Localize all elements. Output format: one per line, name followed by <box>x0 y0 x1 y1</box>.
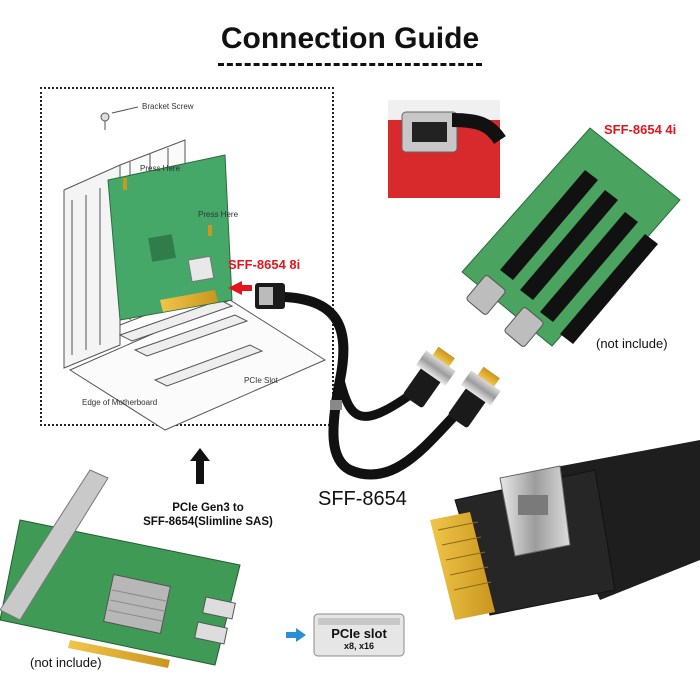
arrow-right-icon <box>286 628 306 642</box>
pcie-slot-annotation: PCIe Slot <box>244 376 278 385</box>
card-title-line-2: SFF-8654(Slimline SAS) <box>143 516 273 528</box>
install-diagram-frame <box>40 87 334 426</box>
sff-8654-4i-label: SFF-8654 4i <box>604 122 677 137</box>
pcie-slot-image <box>313 613 405 657</box>
cable-clip <box>330 400 342 410</box>
motherboard-annotation: Edge of Motherboard <box>82 398 158 407</box>
sff-4i-plug-2 <box>448 366 501 428</box>
pcie-slot-sub: x8, x16 <box>343 641 375 651</box>
sff-8i-plug <box>255 283 285 309</box>
page-title: Connection Guide <box>220 22 480 55</box>
hba-card-photo <box>0 469 241 668</box>
not-include-note-right: (not include) <box>596 336 668 351</box>
pcie-slot-label: PCIe slot x8, x16 <box>314 626 404 652</box>
bracket-screw-label: Bracket Screw <box>142 102 194 111</box>
backplane-board <box>461 127 681 347</box>
plug-photo-inset <box>388 100 506 198</box>
hba-card-diagram <box>107 154 252 321</box>
cable-label: SFF-8654 <box>318 488 407 510</box>
sff-4i-plug-1 <box>403 346 456 408</box>
press-here-label-1: Press Here <box>140 164 181 173</box>
title-underline <box>218 63 482 66</box>
pcie-slot-title: PCIe slot <box>331 626 387 641</box>
not-include-note-left: (not include) <box>30 655 102 670</box>
sff-8654-8i-label: SFF-8654 8i <box>228 257 301 272</box>
card-title-line-1: PCIe Gen3 to <box>172 502 244 514</box>
connector-closeup <box>430 440 700 620</box>
card-title: PCIe Gen3 to SFF-8654(Slimline SAS) <box>118 501 298 529</box>
press-here-label-2: Press Here <box>198 210 239 219</box>
arrow-up-icon <box>190 448 210 484</box>
sff-8654-cable <box>280 292 465 480</box>
